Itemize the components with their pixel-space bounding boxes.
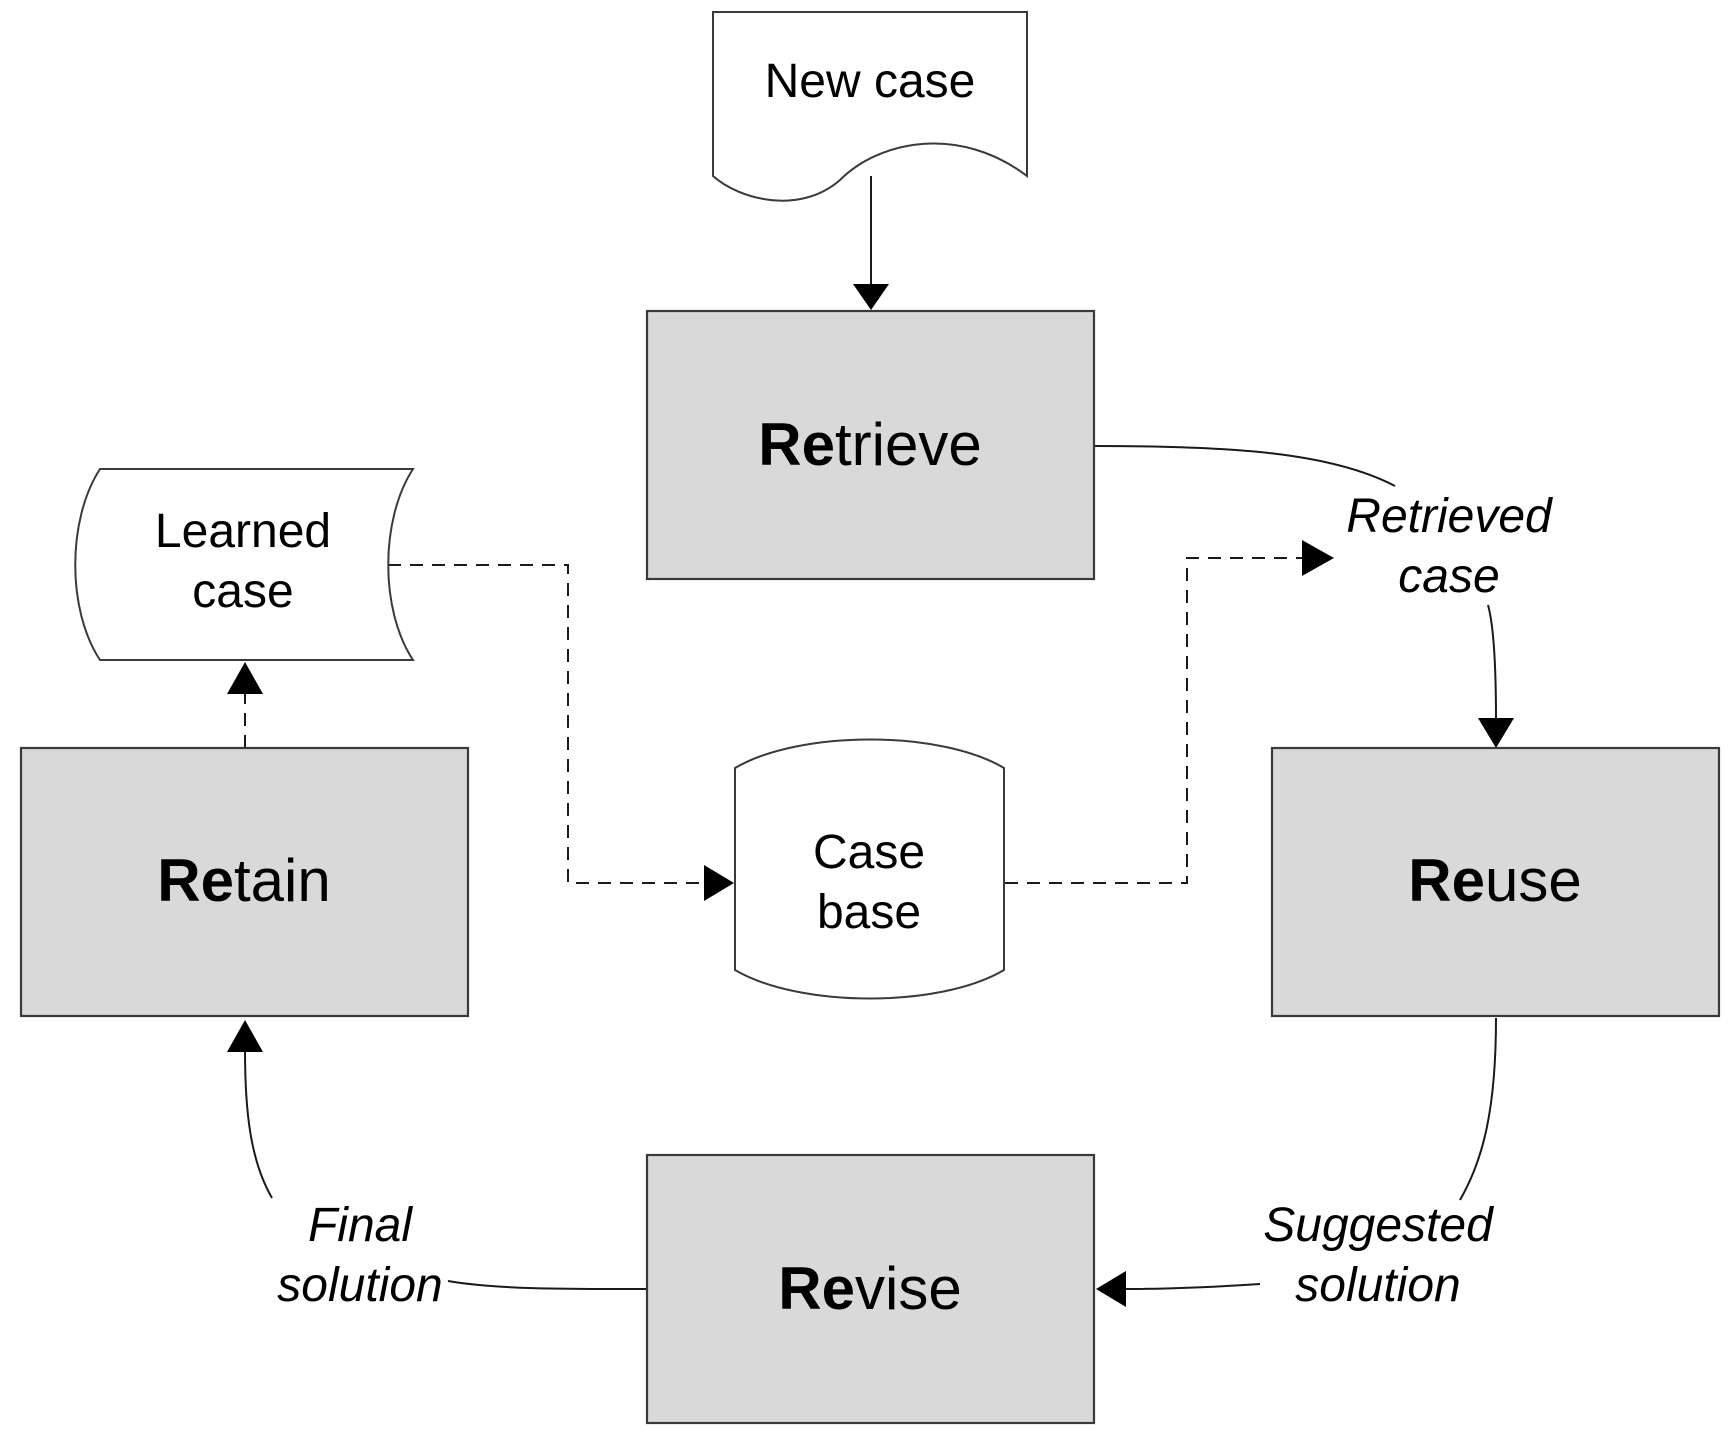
arrow-head-learned-case [227, 662, 263, 694]
retrieved-case-label-line2: case [1398, 550, 1499, 603]
learned-case-storage: Learned case [74, 468, 415, 661]
retrieve-label-prefix: Re [758, 411, 835, 478]
learned-case-shape [74, 468, 415, 661]
suggested-solution-label: Suggested solution [1263, 1199, 1494, 1312]
revise-label: Revise [778, 1255, 961, 1322]
retrieve-box [645, 309, 1096, 581]
reuse-label-rest: use [1485, 847, 1582, 914]
retain-step: Retain [19, 746, 470, 1018]
edge-retrieved-case-to-reuse [1478, 604, 1514, 748]
edge-learned-case-to-case-base [388, 564, 734, 901]
edge-case-base-to-retrieved-case [1005, 540, 1334, 884]
edge-retain-to-learned-case [227, 662, 263, 748]
arrow-head-retain [227, 1020, 263, 1052]
retain-label-prefix: Re [157, 847, 234, 914]
retrieved-case-label: Retrieved case [1346, 490, 1553, 603]
retrieve-step: Retrieve [645, 309, 1096, 581]
revise-label-prefix: Re [778, 1255, 855, 1322]
arrow-head-case-base [704, 865, 734, 901]
edge-final-solution-to-retain [227, 1020, 273, 1199]
reuse-box [1270, 746, 1721, 1018]
revise-label-rest: vise [855, 1255, 962, 1322]
case-base-shape [734, 738, 1005, 1000]
arrow-head-revise [1096, 1271, 1126, 1307]
revise-step: Revise [645, 1153, 1096, 1425]
learned-case-label-line1: Learned [155, 505, 331, 558]
case-base-label-line1: Case [813, 826, 925, 879]
new-case-shape [712, 11, 1028, 202]
suggested-solution-label-line1: Suggested [1263, 1199, 1494, 1252]
retain-box [19, 746, 470, 1018]
arrow-head-retrieved-case [1302, 540, 1334, 576]
retain-label-rest: tain [234, 847, 331, 914]
new-case-document: New case [712, 11, 1028, 202]
edge-reuse-to-suggested-solution [1459, 1017, 1497, 1201]
retain-label: Retain [157, 847, 330, 914]
edge-revise-to-final-solution [447, 1280, 648, 1291]
suggested-solution-label-line2: solution [1295, 1259, 1460, 1312]
retrieve-label-rest: trieve [835, 411, 982, 478]
arrow-head-reuse [1478, 718, 1514, 748]
edge-retrieve-to-retrieved-case [1094, 445, 1396, 487]
edge-newcase-to-retrieve [853, 176, 889, 310]
reuse-step: Reuse [1270, 746, 1721, 1018]
retrieved-case-label-line1: Retrieved [1346, 490, 1553, 543]
reuse-label: Reuse [1408, 847, 1581, 914]
case-base-database: Case base [734, 738, 1005, 1000]
final-solution-label: Final solution [277, 1199, 442, 1312]
learned-case-label-line2: case [192, 565, 293, 618]
case-base-label-line2: base [817, 886, 921, 939]
new-case-label: New case [765, 55, 976, 108]
edge-suggested-solution-to-revise [1096, 1271, 1261, 1307]
final-solution-label-line2: solution [277, 1259, 442, 1312]
revise-box [645, 1153, 1096, 1425]
arrow-head-retrieve [853, 284, 889, 310]
final-solution-label-line1: Final [308, 1199, 413, 1252]
retrieve-label: Retrieve [758, 411, 981, 478]
reuse-label-prefix: Re [1408, 847, 1485, 914]
